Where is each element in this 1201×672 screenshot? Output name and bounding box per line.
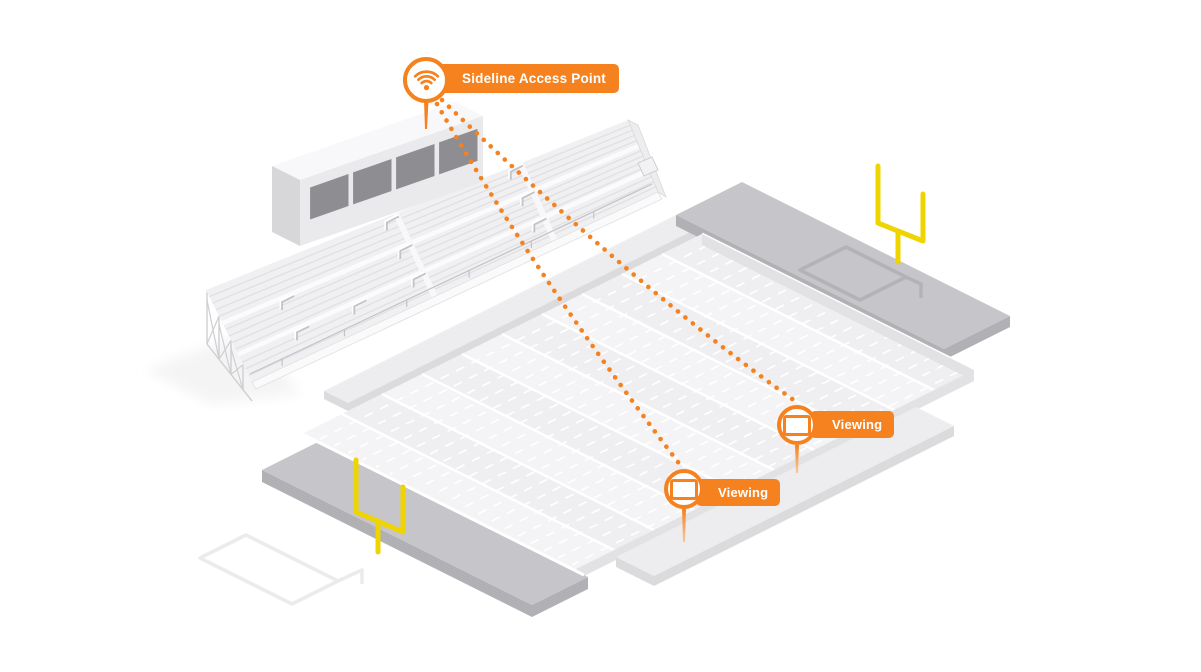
wireless-signal-trails: [434, 97, 798, 469]
north-goalpost: [875, 163, 926, 265]
tablet-icon: [670, 478, 698, 500]
near-sideline-slab: [616, 407, 954, 586]
press-box: [272, 102, 483, 246]
bleachers: [206, 119, 667, 402]
pin-stems: [424, 101, 799, 542]
access-point-label: Sideline Access Point: [438, 64, 619, 93]
viewing-label-far: Viewing: [810, 411, 895, 438]
viewing-pin-far: [777, 405, 817, 445]
wifi-icon: [413, 69, 440, 91]
far-sideline-strip: [324, 215, 700, 411]
sideline-access-point-pin: [403, 57, 449, 103]
tablet-icon: [783, 414, 811, 436]
south-goalpost: [353, 457, 406, 555]
viewing-pin-near: [664, 469, 704, 509]
viewing-label-near: Viewing: [696, 479, 781, 506]
